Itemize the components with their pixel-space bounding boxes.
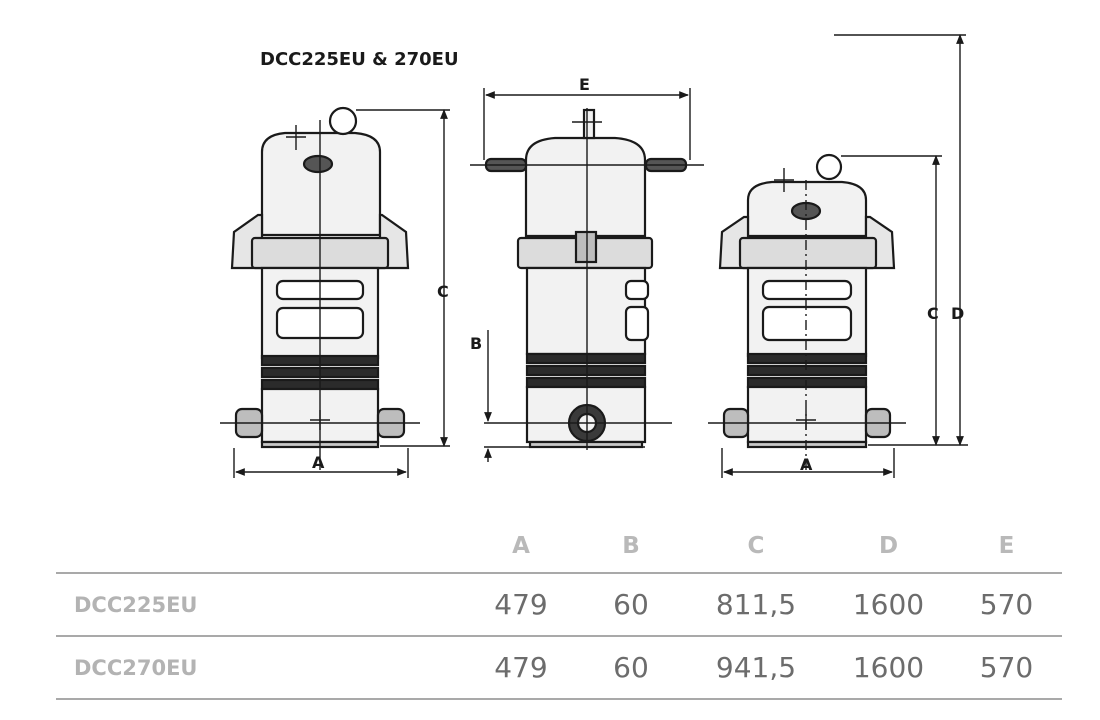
model-name-cell: DCC225EU bbox=[56, 572, 466, 636]
value-cell-d: 1600 bbox=[826, 572, 951, 636]
column-header-d: D bbox=[878, 533, 899, 559]
value-cell-a: 479 bbox=[466, 572, 576, 636]
dimension-table: A B C D E DCC225EU 479 60 811,5 1600 570… bbox=[56, 520, 1062, 700]
model-name-cell: DCC270EU bbox=[56, 635, 466, 700]
diagram-title: DCC225EU & 270EU bbox=[260, 49, 459, 70]
value-cell-e: 570 bbox=[951, 572, 1062, 636]
value-cell-d: 1600 bbox=[826, 635, 951, 700]
filter-side-view bbox=[484, 108, 688, 449]
column-header-c: C bbox=[747, 533, 765, 559]
filter-dimension-diagram: DCC225EU & 270EU bbox=[220, 34, 968, 478]
value-cell-a: 479 bbox=[466, 635, 576, 700]
dimension-label-c: C bbox=[437, 282, 449, 301]
column-header-b: B bbox=[622, 533, 640, 559]
value-cell-b: 60 bbox=[576, 572, 686, 636]
dimension-label-b: B bbox=[470, 334, 482, 353]
column-header-e: E bbox=[998, 533, 1015, 559]
dimension-label-a: A bbox=[312, 453, 325, 472]
value-cell-e: 570 bbox=[951, 635, 1062, 700]
table-row: DCC225EU 479 60 811,5 1600 570 bbox=[56, 572, 1062, 636]
value-cell-c: 941,5 bbox=[686, 635, 826, 700]
value-cell-c: 811,5 bbox=[686, 572, 826, 636]
column-header-model bbox=[56, 520, 466, 573]
dimension-label-c-right: C bbox=[927, 304, 939, 323]
dimension-label-d: D bbox=[951, 304, 964, 323]
dimension-label-e: E bbox=[579, 75, 590, 94]
dimension-label-a-right: A bbox=[800, 455, 813, 474]
value-cell-b: 60 bbox=[576, 635, 686, 700]
filter-front-view-short bbox=[718, 153, 896, 449]
table-row: DCC270EU 479 60 941,5 1600 570 bbox=[56, 635, 1062, 700]
column-header-a: A bbox=[512, 533, 530, 559]
table-header-row: A B C D E bbox=[56, 520, 1062, 573]
